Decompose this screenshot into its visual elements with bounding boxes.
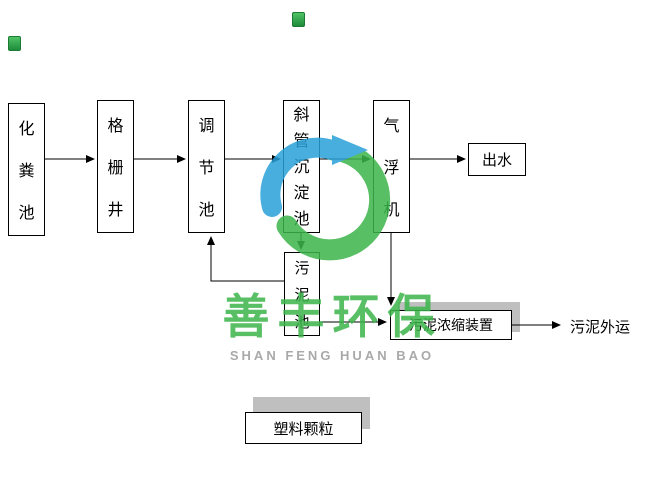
box-sludge-thickening-device-label: 污泥浓缩装置 bbox=[409, 317, 493, 333]
box-effluent-label: 出水 bbox=[481, 152, 512, 169]
eco-mark-icon bbox=[292, 12, 305, 27]
box-septic-tank-label: 化粪池 bbox=[18, 121, 35, 222]
sludge-transport-label: 污泥外运 bbox=[570, 319, 631, 336]
box-effluent: 出水 bbox=[468, 143, 526, 176]
box-screen-well: 格栅井 bbox=[97, 100, 134, 233]
box-regulating-tank: 调节池 bbox=[188, 100, 225, 233]
box-septic-tank: 化粪池 bbox=[8, 103, 45, 236]
box-inclined-tube-settling-tank: 斜管沉淀池 bbox=[283, 100, 320, 233]
box-sludge-tank: 污泥池 bbox=[284, 252, 320, 336]
box-screen-well-label: 格栅井 bbox=[107, 118, 124, 219]
eco-mark-icon bbox=[8, 36, 21, 51]
box-air-flotation-machine: 气浮机 bbox=[373, 100, 410, 233]
box-plastic-granules: 塑料颗粒 bbox=[245, 412, 362, 444]
box-inclined-tube-settling-tank-label: 斜管沉淀池 bbox=[293, 107, 310, 228]
box-sludge-thickening-device: 污泥浓缩装置 bbox=[390, 310, 512, 340]
box-plastic-granules-label: 塑料颗粒 bbox=[273, 420, 334, 438]
box-sludge-tank-label: 污泥池 bbox=[294, 260, 310, 331]
box-air-flotation-machine-label: 气浮机 bbox=[383, 118, 400, 219]
box-regulating-tank-label: 调节池 bbox=[198, 118, 215, 219]
arrow-sludge-return-to-regulating bbox=[207, 236, 285, 282]
